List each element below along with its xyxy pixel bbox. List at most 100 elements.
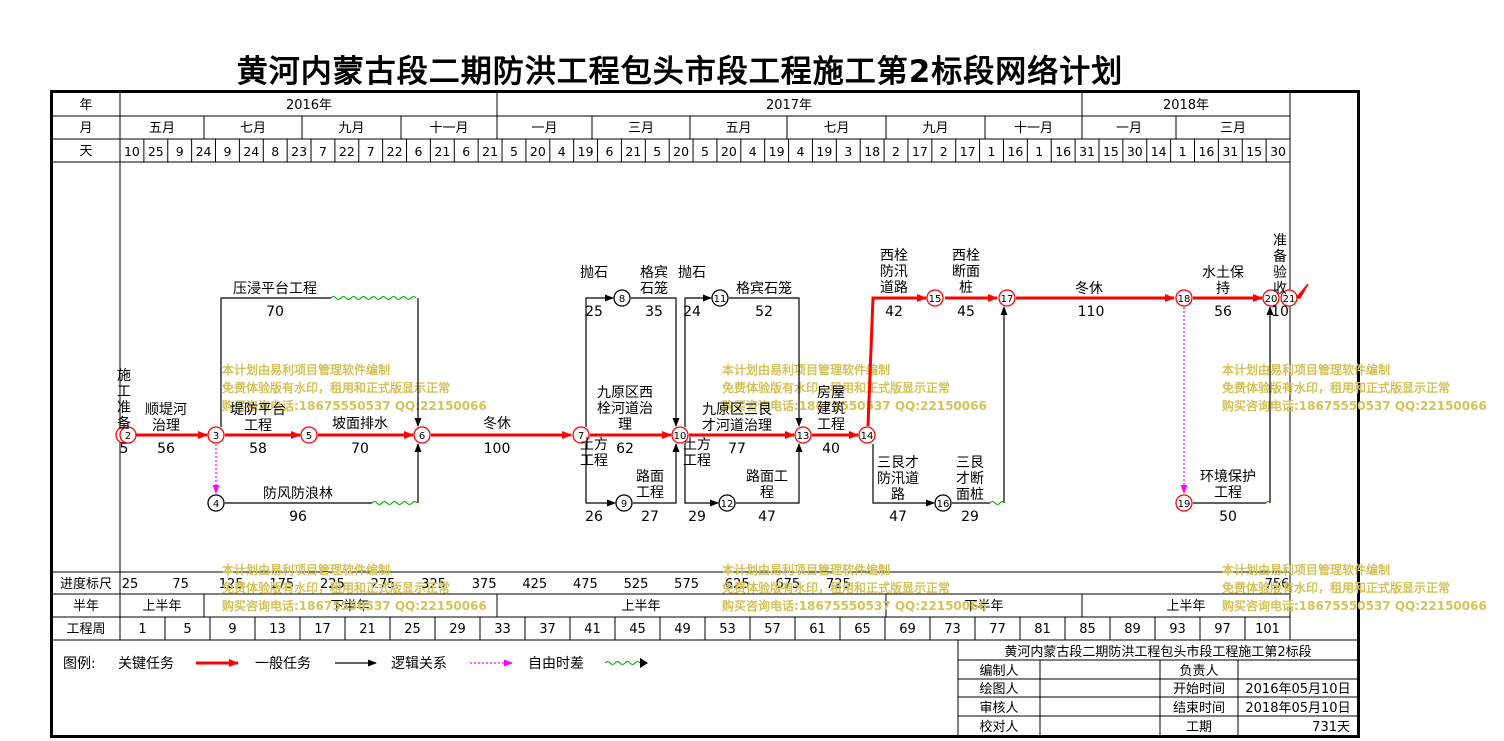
day-label: 2 (892, 144, 900, 159)
task-name: 九原区三艮才河道治理 (702, 402, 772, 434)
node-circle (1280, 289, 1298, 307)
task-name: 压浸平台工程 (233, 281, 317, 297)
task-name: 格宾石笼 (736, 280, 792, 297)
node-circle (207, 494, 225, 512)
checker-label: 校对人 (979, 719, 1018, 735)
month-labels: 五月七月九月十一月一月三月五月七月九月十一月一月三月 (149, 121, 1246, 136)
day-label: 5 (701, 144, 709, 159)
node-number: 3 (213, 431, 219, 442)
end-flag-icon (1294, 283, 1309, 299)
month-label: 三月 (628, 121, 654, 136)
day-label: 30 (1270, 144, 1286, 159)
watermarks: 本计划由易利项目管理软件编制 免费体验版有水印，租用和正式版显示正常 购买咨询电… (222, 362, 1487, 613)
day-row-label: 天 (79, 144, 92, 159)
day-label: 1 (988, 144, 996, 159)
task-duration: 100 (484, 441, 511, 457)
task-name: 房屋建筑工程 (817, 385, 845, 433)
legend-title: 图例: (63, 656, 96, 672)
half-labels: 上半年 下半年 上半年 下半年 上半年 (142, 599, 1205, 614)
scale-label: 325 (421, 577, 446, 592)
free-float-wave (989, 500, 1005, 506)
watermark-line: 免费体验版有水印，租用和正式版显示正常 (722, 380, 950, 395)
task-name: 三艮才断面桩 (956, 455, 984, 503)
watermark-line: 免费体验版有水印，租用和正式版显示正常 (1222, 380, 1450, 395)
node-circle (794, 426, 812, 444)
day-label: 21 (482, 144, 498, 159)
scale-label: 475 (573, 577, 598, 592)
node-number: 8 (619, 294, 625, 305)
watermark-line: 购买咨询电话:18675550537 QQ:22150066 (1222, 598, 1487, 613)
week-label: 101 (1255, 622, 1280, 637)
free-float-wave (371, 500, 418, 506)
task-duration: 24 (683, 304, 701, 320)
week-label: 85 (1079, 622, 1096, 637)
task-duration: 5 (120, 441, 129, 457)
node-circle (998, 289, 1016, 307)
node-circle (671, 426, 689, 444)
watermark-line: 购买咨询电话:18675550537 QQ:22150066 (722, 598, 987, 613)
node-circle (615, 494, 633, 512)
week-label: 93 (1169, 622, 1186, 637)
week-label: 9 (228, 622, 236, 637)
day-label: 16 (1198, 144, 1214, 159)
node-number: 21 (1283, 294, 1296, 305)
day-label: 4 (558, 144, 566, 159)
day-label: 1 (1179, 144, 1187, 159)
day-label: 30 (1127, 144, 1143, 159)
node-circle (934, 494, 952, 512)
day-label: 21 (625, 144, 641, 159)
day-label: 8 (271, 144, 279, 159)
day-label: 19 (578, 144, 594, 159)
node-circle (718, 494, 736, 512)
day-label: 20 (530, 144, 546, 159)
task-name: 土方工程 (580, 437, 608, 469)
week-label: 69 (899, 622, 916, 637)
task-labels: 施工准备5顺堤河治理56堤防平台工程58坡面排水70压浸平台工程70防风防浪林9… (117, 233, 1289, 525)
task-duration: 47 (889, 509, 907, 525)
day-label: 5 (510, 144, 518, 159)
day-label: 9 (223, 144, 231, 159)
task-duration: 47 (758, 509, 776, 525)
watermark-line: 本计划由易利项目管理软件编制 (722, 562, 890, 577)
start-time-value: 2016年05月10日 (1245, 682, 1350, 697)
day-label: 20 (673, 144, 689, 159)
task-duration: 50 (1219, 509, 1237, 525)
day-label: 24 (243, 144, 259, 159)
scale-label: 575 (674, 577, 699, 592)
node-number: 4 (213, 499, 219, 510)
node-circle (207, 426, 225, 444)
watermark-line: 购买咨询电话:18675550537 QQ:22150066 (222, 398, 487, 413)
node-circle (1175, 494, 1193, 512)
task-name: 顺堤河治理 (145, 402, 187, 434)
week-label: 65 (854, 622, 871, 637)
legend-logic-label: 逻辑关系 (391, 656, 447, 672)
scale-label: 675 (775, 577, 800, 592)
node-circle (300, 426, 318, 444)
logic-arrow (729, 297, 803, 427)
day-label: 16 (1055, 144, 1071, 159)
day-label: 14 (1151, 144, 1167, 159)
node-circle (119, 426, 137, 444)
task-name: 路面工程 (746, 469, 788, 501)
node-circle (613, 289, 631, 307)
node-circle (926, 289, 944, 307)
watermark-line: 免费体验版有水印，租用和正式版显示正常 (222, 580, 450, 595)
node-number: 5 (306, 431, 312, 442)
day-label: 6 (414, 144, 422, 159)
chart-frame (50, 90, 1360, 738)
day-label: 19 (816, 144, 832, 159)
node-number: 2 (125, 431, 131, 442)
node-number: 13 (797, 431, 810, 442)
logic-arrow (872, 444, 935, 507)
half-label: 上半年 (142, 599, 181, 614)
page-title: 黄河内蒙古段二期防洪工程包头市段工程施工第2标段网络计划 (236, 54, 1124, 90)
watermark-line: 购买咨询电话:18675550537 QQ:22150066 (722, 398, 987, 413)
node-number: 10 (674, 431, 687, 442)
week-grid (119, 617, 1291, 640)
task-duration: 62 (616, 441, 634, 457)
legend-critical-label: 关键任务 (118, 656, 174, 672)
month-label: 五月 (725, 121, 751, 136)
